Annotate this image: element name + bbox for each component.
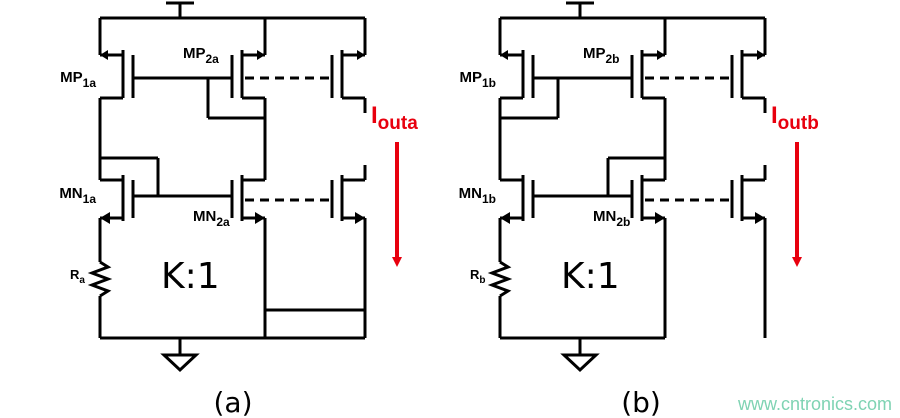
mn-out-b-transistor [730,175,765,224]
mn-out-a-transistor [330,175,365,224]
mp1b-transistor [500,50,535,100]
mp1a-label: MP1a [60,69,96,90]
ratio-label-b: K:1 [561,256,620,297]
mn2a-transistor [230,175,265,224]
ra-label: Ra [70,267,85,286]
rb-label: Rb [470,267,486,286]
mp2b-label: MP2b [583,45,620,66]
ratio-label-a: K:1 [161,256,220,297]
ground-symbol-b [560,353,600,373]
caption-b: (b) [621,386,661,418]
mn1a-label: MN1a [59,185,96,206]
mp2a-transistor [230,50,265,100]
mn1a-transistor [100,175,135,224]
mn2b-label: MN2b [593,208,630,229]
circuit-b [487,1,802,373]
mn2a-label: MN2a [193,208,230,229]
mp2b-transistor [630,50,665,100]
mp2a-label: MP2a [183,45,219,66]
ioutb-label: Ioutb [771,102,819,134]
mp1a-transistor [100,50,135,100]
caption-a: (a) [213,386,252,418]
mp1b-label: MP1b [459,69,496,90]
mp-out-b-transistor [730,50,765,100]
mn1b-label: MN1b [459,185,496,206]
watermark: www.cntronics.com [737,394,892,414]
resistor-ra [87,260,113,298]
iouta-label: Iouta [371,102,418,134]
mn1b-transistor [500,175,535,224]
mp-out-a-transistor [330,50,365,100]
resistor-rb [487,260,513,298]
circuit-a [87,1,402,373]
ground-symbol-a [160,353,200,373]
mn2b-transistor [630,175,665,224]
